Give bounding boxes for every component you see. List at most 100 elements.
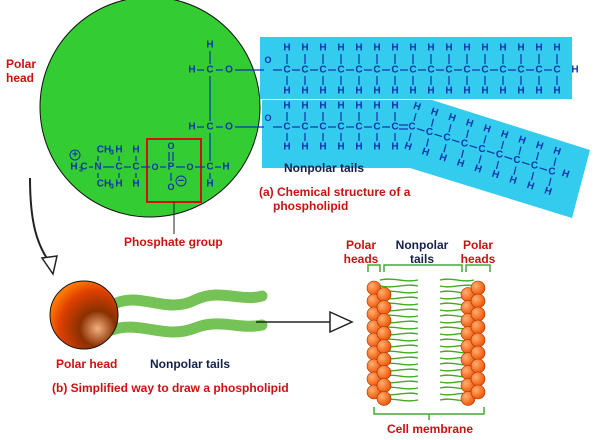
membrane-tails — [379, 278, 475, 402]
tail1-h-top-10: H — [463, 43, 470, 54]
tail1-h-top-3: H — [337, 43, 344, 54]
tail1-h-bot-10: H — [463, 86, 470, 97]
tail1-h-top-8: H — [427, 43, 434, 54]
bond — [518, 146, 522, 155]
bond — [425, 138, 430, 147]
simple-tail-upper — [106, 289, 268, 311]
tail1-h-top-1: H — [301, 43, 308, 54]
tail2-h-bot-0: H — [283, 142, 290, 153]
caption-a: (a) Chemical structure of a phospholipid — [259, 185, 410, 213]
tail2-kink-c-2: C — [443, 133, 450, 144]
nitrogen-atom: N — [94, 162, 101, 173]
tail1-h-top-2: H — [319, 43, 326, 54]
nonpolar-tails-label: Nonpolar tails — [284, 161, 365, 175]
membrane-head — [376, 365, 392, 380]
tail2-kink-h-bot-2: H — [438, 152, 448, 165]
h-c2: H — [188, 122, 195, 133]
tail2-h-bot-2: H — [319, 142, 326, 153]
phosphorus-atom: P — [168, 162, 175, 173]
tail1-h-bot-4: H — [355, 86, 362, 97]
phosphate-o-top: O — [167, 141, 174, 151]
membrane-tail — [379, 362, 475, 366]
membrane-head — [376, 287, 392, 302]
tail2-c-0: C — [283, 122, 290, 133]
simple-polar-head-label: Polar head — [56, 357, 118, 371]
tail2-h-bot-4: H — [355, 142, 362, 153]
tail-band-lower — [262, 100, 590, 218]
tail2-kink-c-3: C — [461, 138, 468, 149]
tail2-c-1: C — [301, 122, 308, 133]
polar-head-label: Polar head — [6, 57, 36, 85]
tail1-c-3: C — [337, 65, 344, 76]
membrane-polar-left-line1: Polar — [345, 238, 376, 252]
glycerol-c1-atom: C — [206, 65, 213, 76]
simple-tail-lower — [106, 318, 268, 338]
membrane-tail — [379, 308, 475, 312]
tail1-h-bot-12: H — [499, 86, 506, 97]
h-top: H — [206, 40, 213, 51]
bond — [430, 118, 435, 127]
membrane-tail — [379, 368, 475, 372]
membrane-head — [376, 391, 392, 406]
membrane-tail — [379, 302, 475, 306]
bond — [539, 167, 548, 171]
tail2-kink-h-bot-4: H — [473, 163, 483, 176]
tail2-kink-c-6: C — [513, 155, 520, 166]
membrane-head — [376, 313, 392, 328]
bond — [521, 161, 530, 166]
tail1-h-top-4: H — [355, 43, 362, 54]
cell-membrane — [366, 264, 491, 420]
bracket-right-heads — [465, 264, 491, 272]
tail1-c-9: C — [445, 65, 452, 76]
positive-charge-circle — [69, 149, 81, 161]
carbonyl-o-1: O — [264, 55, 271, 65]
choline-c2-h-top: H — [132, 145, 139, 156]
polar-head-label-line1: Polar — [6, 57, 37, 71]
tail-band-upper — [260, 37, 572, 99]
membrane-tail — [379, 332, 475, 336]
glycerol-c3-atom: C — [206, 162, 213, 173]
tail2-c-2: C — [319, 122, 326, 133]
tail2-h-top-2: H — [319, 101, 326, 112]
tail2-h-top-4: H — [355, 101, 362, 112]
bond — [535, 152, 540, 161]
tail1-h-bot-5: H — [373, 86, 380, 97]
membrane-nonpolar-line2: tails — [409, 252, 434, 266]
tail1-c-5: C — [373, 65, 380, 76]
tail1-h-top-15: H — [553, 43, 560, 54]
bond — [553, 157, 557, 166]
tail2-kink-h-top-8: H — [552, 145, 562, 158]
bracket-nonpolar — [383, 264, 463, 272]
membrane-tail — [379, 284, 475, 288]
tail1-h-top-5: H — [373, 43, 380, 54]
tail2-kink-h-top-5: H — [499, 129, 509, 142]
tail2-kink-c-4: C — [478, 144, 485, 155]
tail2-h-bot-5: H — [373, 142, 380, 153]
bond — [500, 140, 505, 150]
bond — [548, 177, 552, 186]
tail2-h-top-6: H — [391, 101, 398, 112]
negative-charge-circle — [175, 175, 187, 187]
choline-c1: C — [115, 162, 122, 173]
methyl-bottom: CH — [97, 179, 111, 190]
membrane-head — [470, 358, 486, 374]
tail2-kink-c-5: C — [496, 150, 503, 161]
phosphate-o-bottom: O — [167, 182, 174, 192]
membrane-head — [376, 300, 392, 315]
ester-o-1: O — [225, 65, 233, 76]
tail1-c-6: C — [391, 65, 398, 76]
tail1-h-bot-7: H — [409, 86, 416, 97]
membrane-nonpolar-line1: Nonpolar — [395, 238, 449, 252]
tail2-h-bot-3: H — [337, 142, 344, 153]
membrane-head — [470, 306, 486, 322]
tail2-c-3: C — [337, 122, 344, 133]
bond — [460, 149, 465, 158]
tail1-h-bot-13: H — [517, 86, 524, 97]
membrane-tail — [379, 386, 475, 390]
tail2-kink-c-1: C — [426, 127, 433, 138]
tail1-c-12: C — [499, 65, 506, 76]
tail1-c-1: C — [301, 65, 308, 76]
membrane-tail — [379, 320, 475, 324]
membrane-head — [470, 345, 486, 361]
tail2-h-top-1: H — [301, 101, 308, 112]
